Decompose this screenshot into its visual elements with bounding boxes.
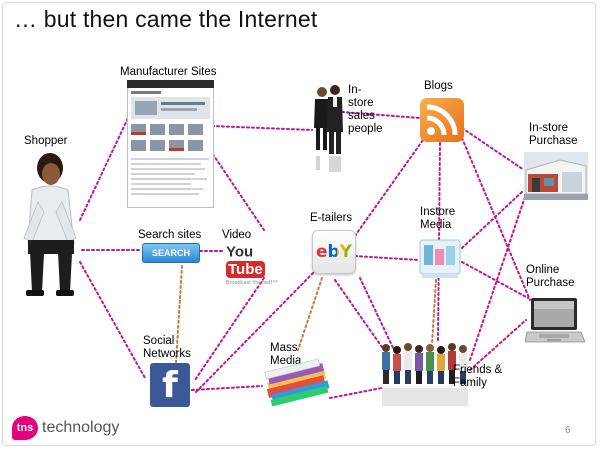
tns-logo-text: technology — [42, 419, 120, 436]
youtube-logo-icon: YouTube Broadcast Yourself™ — [226, 243, 284, 286]
connector-manufacturer-youtube — [209, 149, 265, 231]
friends-family-photo-icon — [382, 343, 468, 406]
connector-ebay-instore-media — [354, 255, 419, 261]
search-button-text: SEARCH — [151, 248, 190, 258]
connector-instore-media-friends — [431, 279, 437, 345]
slide-title: … but then came the Internet — [14, 6, 318, 32]
youtube-tagline: Broadcast Yourself™ — [226, 280, 278, 286]
video-label: Video — [222, 229, 252, 241]
instore-media-label: Instore Media — [420, 206, 456, 231]
social-networks-label: Social Networks — [143, 335, 191, 360]
connector-ebay-friends — [334, 279, 385, 351]
facebook-icon: f — [150, 363, 190, 407]
tns-logo-mark: tns — [12, 416, 38, 440]
connector-search-social — [175, 265, 183, 363]
etailers-label: E-tailers — [310, 212, 353, 224]
connector-blogs-online-purchase — [461, 137, 531, 301]
shopper-photo-icon — [23, 153, 77, 296]
shopper-label: Shopper — [24, 135, 68, 147]
connector-friends-ebay-2 — [359, 277, 396, 353]
connector-ebay-magazines — [297, 277, 323, 351]
page-number: 6 — [565, 425, 571, 436]
instore-purchase-label: In-store Purchase — [529, 122, 578, 147]
facebook-glyph: f — [162, 365, 178, 406]
manufacturer-sites-label: Manufacturer Sites — [120, 66, 217, 78]
youtube-you-text: You — [226, 243, 254, 261]
connector-magazines-friends — [329, 387, 383, 399]
connector-shopper-social — [79, 261, 146, 379]
connector-friends-instore-purchase — [469, 193, 527, 361]
blogs-label: Blogs — [424, 80, 453, 92]
connector-instore-media-online-purchase — [461, 261, 529, 299]
connector-friends-online-purchase — [469, 319, 527, 371]
youtube-tube-text: Tube — [226, 261, 265, 279]
friends-family-label: Friends & Family — [453, 364, 503, 389]
connector-salespeople-blogs — [341, 111, 421, 119]
salespeople-photo-icon — [314, 85, 343, 172]
search-sites-label: Search sites — [138, 229, 202, 241]
magazines-photo-icon — [264, 358, 330, 406]
slide-frame — [2, 2, 596, 446]
connector-shopper-manufacturer — [79, 117, 129, 221]
connector-ebay-blogs — [351, 139, 424, 241]
rss-icon — [420, 98, 464, 142]
connector-facebook-friends — [191, 385, 263, 391]
mass-media-label: Mass Media — [270, 342, 302, 367]
connector-youtube-facebook — [194, 277, 265, 381]
manufacturer-site-screenshot-icon — [127, 80, 214, 208]
connector-facebook-ebay — [195, 267, 319, 393]
ebay-glyph: ebY — [315, 242, 352, 262]
store-building-icon — [524, 152, 588, 200]
instore-media-display-icon — [419, 239, 461, 278]
connector-blogs-instore-purchase — [461, 127, 525, 171]
online-purchase-label: Online Purchase — [526, 264, 575, 289]
connector-instore-media-instore-purchase — [461, 189, 525, 249]
instore-sales-label: In- store sales people — [348, 84, 383, 135]
laptop-icon — [525, 298, 585, 343]
ebay-logo-icon: ebY — [312, 230, 356, 274]
connector-manufacturer-salespeople — [211, 125, 313, 131]
search-button-icon: SEARCH — [142, 243, 200, 263]
